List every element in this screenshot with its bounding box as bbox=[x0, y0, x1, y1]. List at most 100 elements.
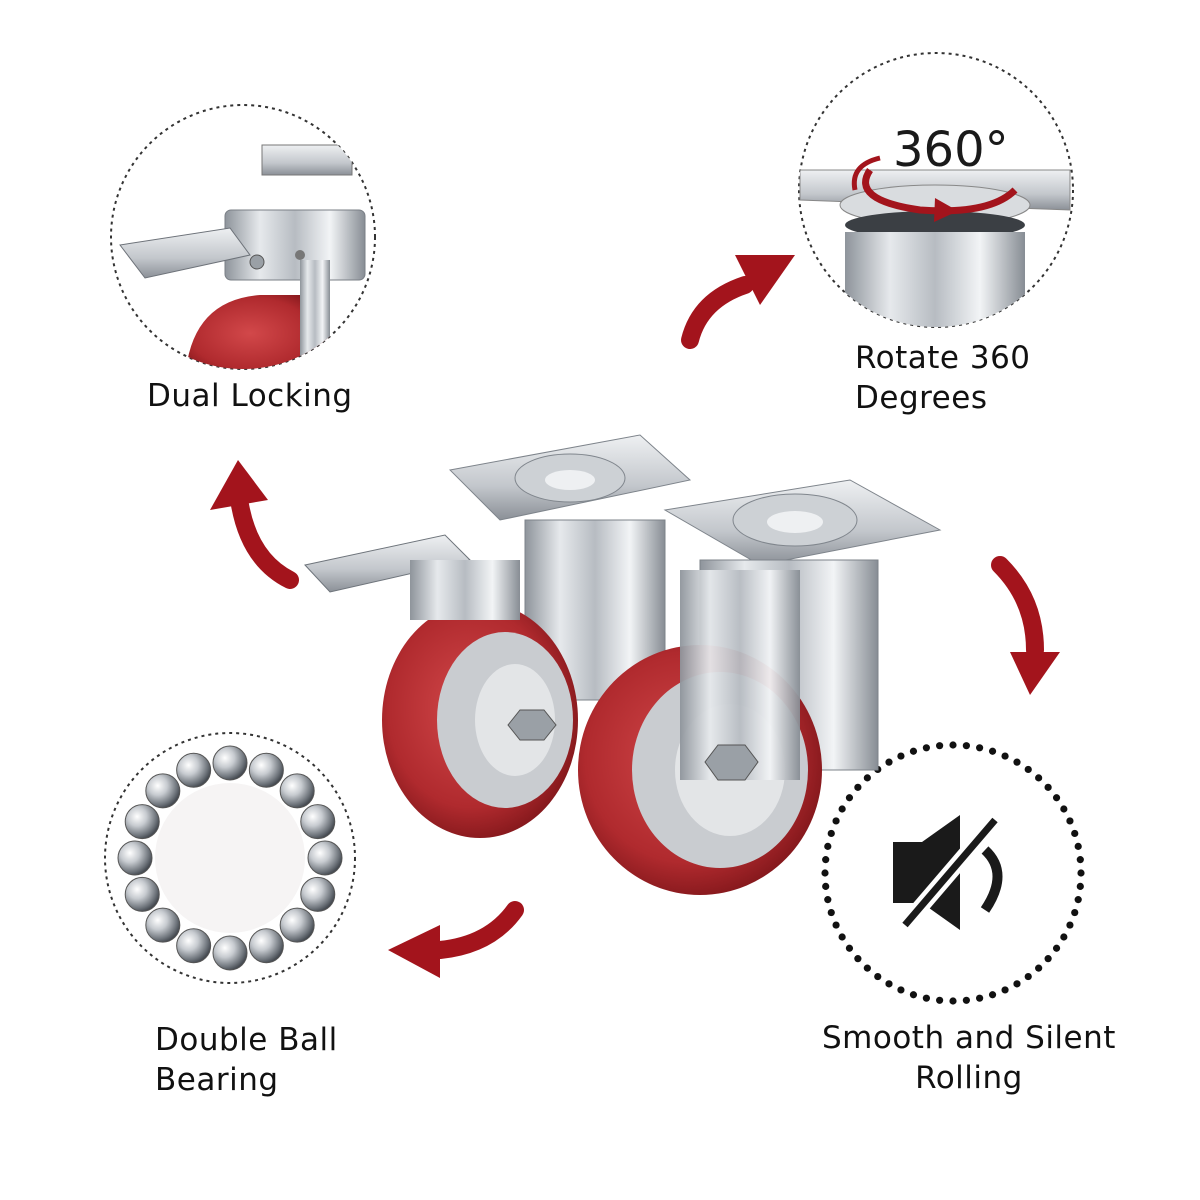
bearing-ball bbox=[176, 752, 212, 788]
ring-dot bbox=[1052, 944, 1061, 952]
ring-dot bbox=[922, 744, 930, 752]
ring-dot bbox=[922, 994, 930, 1002]
ring-dot bbox=[1035, 774, 1043, 782]
ring-dot bbox=[845, 944, 854, 952]
bearing-ball bbox=[279, 773, 315, 809]
ring-dot bbox=[1071, 908, 1079, 917]
bearing-ball bbox=[212, 935, 248, 971]
ring-dot bbox=[1013, 980, 1021, 988]
ring-dot bbox=[936, 742, 944, 750]
ring-dot bbox=[988, 747, 997, 755]
swivel-caster bbox=[578, 479, 942, 895]
caster-pair-product bbox=[304, 434, 942, 895]
dual-locking-label: Dual Locking bbox=[147, 376, 353, 416]
silent-label-line2: Rolling bbox=[915, 1060, 1023, 1096]
bearing-ball bbox=[176, 928, 212, 964]
bearing-closeup bbox=[104, 732, 356, 984]
rotate-label: Rotate 360 Degrees bbox=[855, 338, 1031, 418]
bearing-label: Double Ball Bearing bbox=[155, 1020, 338, 1100]
ring-dot bbox=[854, 783, 862, 791]
ring-dot bbox=[988, 991, 997, 999]
dual-locking-text: Dual Locking bbox=[147, 378, 353, 414]
ring-dot bbox=[874, 972, 882, 981]
ring-dot bbox=[1001, 752, 1009, 760]
ring-dot bbox=[1076, 856, 1084, 864]
ring-dot bbox=[1066, 921, 1074, 929]
bearing-ball bbox=[307, 840, 343, 876]
bearing-ball bbox=[117, 840, 153, 876]
ring-dot bbox=[976, 744, 984, 752]
ring-dot bbox=[976, 994, 984, 1002]
ring-dot bbox=[845, 794, 854, 802]
ring-dot bbox=[949, 997, 957, 1005]
ring-dot bbox=[1060, 933, 1068, 941]
ring-dot bbox=[1035, 964, 1043, 972]
ring-dot bbox=[1024, 765, 1032, 774]
ring-dot bbox=[1024, 972, 1032, 981]
ring-dot bbox=[1060, 805, 1068, 813]
bearing-center bbox=[155, 783, 305, 933]
ring-dot bbox=[827, 908, 835, 917]
bearing-ball bbox=[300, 876, 336, 912]
arrow-to-locking-icon bbox=[210, 460, 299, 589]
bearing-ball bbox=[300, 804, 336, 840]
bearing-label-line1: Double Ball bbox=[155, 1022, 338, 1058]
silent-closeup bbox=[821, 741, 1085, 1005]
rotate-label-line2: Degrees bbox=[855, 380, 988, 416]
ring-dot bbox=[863, 774, 871, 782]
ring-dot bbox=[827, 829, 835, 838]
brake-caster-icon bbox=[119, 144, 366, 369]
ring-dot bbox=[909, 991, 918, 999]
curved-arrows bbox=[210, 255, 1060, 978]
bearing-ball bbox=[124, 804, 160, 840]
bearing-ball bbox=[248, 928, 284, 964]
ring-dot bbox=[822, 882, 830, 890]
bearing-ball bbox=[145, 907, 181, 943]
ring-dot bbox=[909, 747, 918, 755]
ring-dot bbox=[854, 955, 862, 963]
ring-dot bbox=[821, 869, 829, 877]
rotation-closeup bbox=[798, 52, 1074, 328]
bearing-ball bbox=[279, 907, 315, 943]
ring-dot bbox=[1044, 955, 1052, 963]
ring-dot bbox=[1066, 817, 1074, 825]
rotation-arrow-icon bbox=[862, 168, 1018, 215]
ring-dot bbox=[885, 980, 893, 988]
bearing-label-line2: Bearing bbox=[155, 1062, 279, 1098]
ring-dot bbox=[897, 752, 905, 760]
silent-label-line1: Smooth and Silent bbox=[822, 1020, 1116, 1056]
silent-label: Smooth and Silent Rolling bbox=[822, 1018, 1116, 1098]
rotate-label-line1: Rotate 360 bbox=[855, 340, 1031, 376]
ring-dot bbox=[838, 805, 846, 813]
ring-dot bbox=[1044, 783, 1052, 791]
ring-dot bbox=[885, 758, 893, 766]
ring-dot bbox=[824, 842, 832, 850]
arrow-to-bearing-icon bbox=[388, 901, 524, 978]
ring-dot bbox=[863, 964, 871, 972]
locking-closeup bbox=[110, 104, 376, 370]
ring-dot bbox=[962, 742, 970, 750]
ring-dot bbox=[822, 856, 830, 864]
bearing-ball bbox=[212, 745, 248, 781]
arrow-to-silent-icon bbox=[991, 556, 1060, 695]
ring-dot bbox=[1076, 882, 1084, 890]
ring-dot bbox=[838, 933, 846, 941]
bearing-ball bbox=[145, 773, 181, 809]
ring-dot bbox=[949, 741, 957, 749]
ring-dot bbox=[962, 996, 970, 1004]
bearing-ball bbox=[124, 876, 160, 912]
ring-dot bbox=[1052, 794, 1061, 802]
arrow-to-rotation-icon bbox=[681, 255, 795, 349]
ring-dot bbox=[824, 896, 832, 904]
ring-dot bbox=[1074, 896, 1082, 904]
rotation-degree-badge: 360° bbox=[893, 122, 1009, 178]
ring-dot bbox=[1071, 829, 1079, 838]
ring-dot bbox=[1013, 758, 1021, 766]
ring-dot bbox=[897, 986, 905, 994]
ring-dot bbox=[1077, 869, 1085, 877]
ring-dot bbox=[1001, 986, 1009, 994]
ring-dot bbox=[832, 921, 840, 929]
ring-dot bbox=[936, 996, 944, 1004]
bearing-ball bbox=[248, 752, 284, 788]
